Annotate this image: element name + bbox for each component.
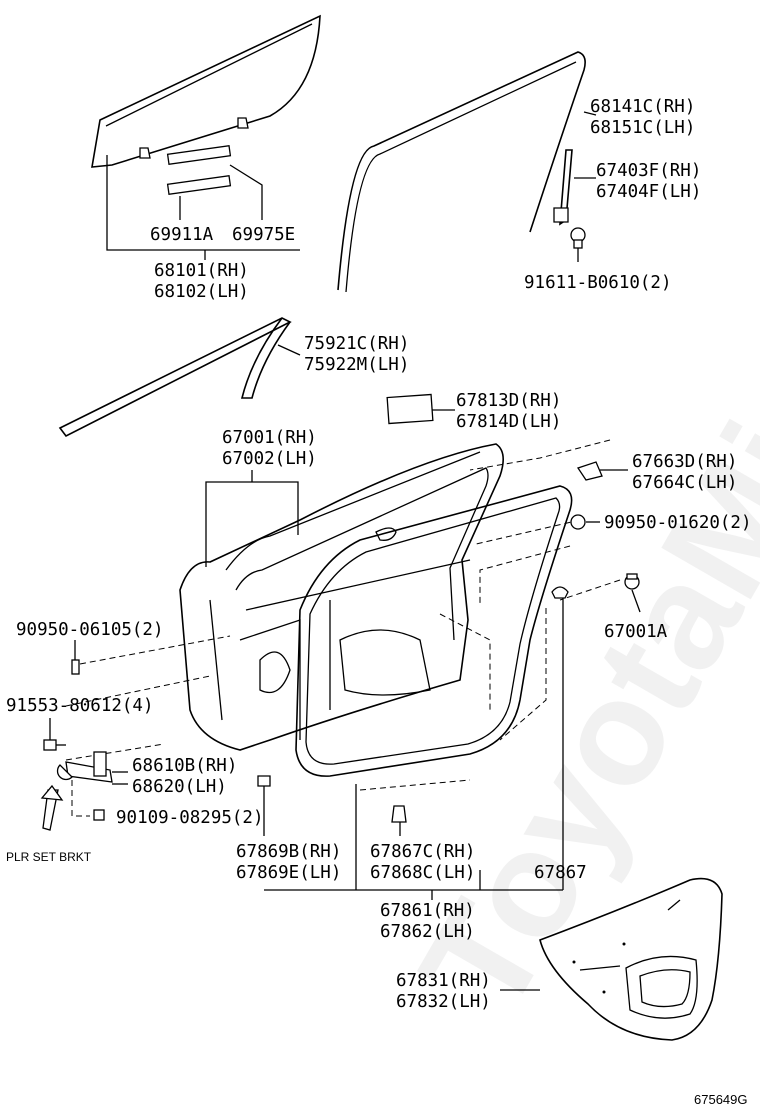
door-trim-panel[interactable] [539,877,723,1041]
label-plr-set-brkt: PLR SET BRKT [6,850,92,864]
label-68151C: 68151C(LH) [590,118,695,138]
label-68620: 68620(LH) [132,777,227,797]
door-check-68610[interactable] [56,751,113,783]
label-91553: 91553-80612(4) [6,696,154,716]
clip-67663[interactable] [576,461,603,481]
service-cover-67813[interactable] [386,393,434,425]
figure-id: 675649G [694,1092,748,1107]
label-67664C: 67664C(LH) [632,473,737,493]
label-91611: 91611-B0610(2) [524,273,672,293]
label-67867C: 67867C(RH) [370,842,475,862]
label-67869B: 67869B(RH) [236,842,341,862]
plug-67001A[interactable] [624,573,640,590]
clip-67869[interactable] [257,775,271,787]
label-67001: 67001(RH) [222,428,317,448]
label-67869E: 67869E(LH) [236,863,341,883]
label-75921C: 75921C(RH) [304,334,409,354]
label-69975E: 69975E [232,225,295,245]
label-67403F: 67403F(RH) [596,161,701,181]
label-69911A: 69911A [150,225,214,245]
plr-set-brkt-arrow [40,784,64,831]
door-glass[interactable] [91,14,321,195]
bolt-91553[interactable] [43,739,66,751]
label-67862: 67862(LH) [380,922,475,942]
label-67867: 67867 [534,863,587,883]
label-75922M: 75922M(LH) [304,355,409,375]
front-door-panel[interactable] [179,443,504,751]
label-90109: 90109-08295(2) [116,808,264,828]
label-67868C: 67868C(LH) [370,863,475,883]
label-67861: 67861(RH) [380,901,475,921]
label-68610B: 68610B(RH) [132,756,237,776]
plug-90950-06105[interactable] [71,659,80,675]
label-68141C: 68141C(RH) [590,97,695,117]
label-67814D: 67814D(LH) [456,412,561,432]
door-weatherstrip[interactable] [295,485,573,777]
nut-90950-01620[interactable] [570,514,586,530]
label-90950-06105: 90950-06105(2) [16,620,164,640]
label-67813D: 67813D(RH) [456,391,561,411]
label-67663D: 67663D(RH) [632,452,737,472]
label-90950-01620: 90950-01620(2) [604,513,752,533]
label-67832: 67832(LH) [396,992,491,1012]
belt-molding[interactable] [58,317,292,438]
bolt-91611[interactable] [570,227,586,249]
watermark: ToyotaMine.ru [388,78,760,1040]
label-67001A: 67001A [604,622,668,642]
label-68102: 68102(LH) [154,282,249,302]
glass-run-channel[interactable] [337,51,586,293]
label-67831: 67831(RH) [396,971,491,991]
label-67002: 67002(LH) [222,449,317,469]
label-67404F: 67404F(LH) [596,182,701,202]
label-68101: 68101(RH) [154,261,249,281]
bolt-90109[interactable] [93,809,105,821]
clip-67867C[interactable] [391,805,407,823]
lower-run-channel[interactable] [553,149,573,226]
clip-67867[interactable] [551,586,569,599]
